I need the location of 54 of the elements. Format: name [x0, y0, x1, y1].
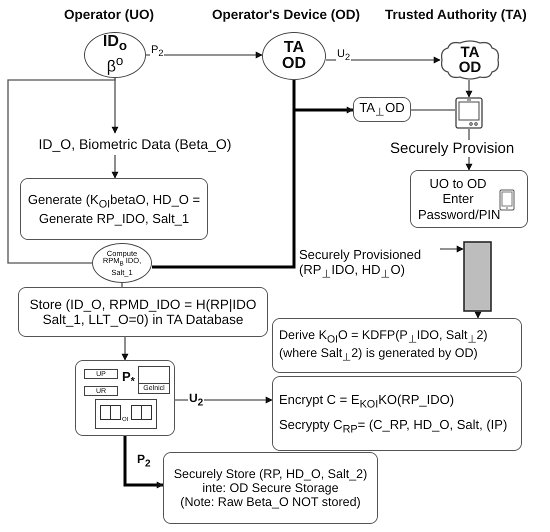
- column-heading: Trusted Authority (TA): [385, 7, 527, 22]
- node-text: (Note: Raw Beta_O NOT stored): [180, 495, 361, 509]
- arrow: [112, 155, 118, 179]
- connector-line: [411, 109, 455, 111]
- arrow: [146, 52, 263, 58]
- arrow: [122, 337, 128, 361]
- node-text: β$^{o}$: [106, 53, 124, 77]
- panel-box: [95, 399, 157, 429]
- connector-line: [7, 78, 116, 264]
- process-box: [18, 287, 268, 337]
- column-heading: Operator's Device (OD): [212, 7, 360, 22]
- node-label: Derive K$_{OI}$O = KDFP(P$_{⊥}$IDO, Salt$_{⊥}$2): [278, 328, 488, 346]
- panel-box: [138, 366, 170, 394]
- node-label: TA OD: [458, 45, 482, 75]
- process-box: [272, 318, 522, 373]
- authority-cloud: [440, 40, 500, 80]
- process-box: [20, 178, 208, 240]
- edge-label: U$_{2}$: [188, 391, 204, 408]
- process-box: [272, 376, 522, 451]
- node-label: Encrypt C = E$_{KOI}$KO(RP_IDO): [278, 392, 454, 410]
- connector-line: [152, 80, 296, 268]
- module-box: [75, 360, 175, 436]
- arrow: [474, 312, 482, 319]
- node-label: Securely Provisioned (RP$_{⊥}$IDO, HD$_{⊥}$O): [298, 247, 422, 281]
- node-text: Secrypty C$_{RP}$= (C_RP, HD_O, Salt, (IP): [278, 416, 508, 436]
- arrow: [112, 78, 118, 134]
- arrow: [326, 56, 441, 64]
- process-box: [163, 452, 378, 524]
- node-label: Securely Store (RP, HD_O, Salt_2): [174, 467, 368, 481]
- arrow: [124, 436, 164, 488]
- arrow: [175, 396, 273, 404]
- node-label: ID_O, Biometric Data (Beta_O): [38, 136, 232, 152]
- arrow: [440, 246, 464, 252]
- node-label: ID$_{o}$: [102, 33, 128, 54]
- field-box: [84, 386, 118, 396]
- storage-bar: [463, 241, 492, 312]
- process-box: [410, 170, 528, 228]
- arrow: [466, 80, 472, 98]
- node-label: TA OD: [281, 40, 307, 72]
- node-text: inte: OD Secure Storage: [202, 481, 339, 495]
- node-label: P$_{*}$: [122, 369, 135, 388]
- node-label: Store (ID_O, RPMD_IDO = H(RP|IDO Salt_1, LLT_O=0) in TA Database: [28, 297, 258, 327]
- node-label: Generate (K$_{OI}$betaO, HD_O = Generate RP_IDO, Salt_1: [26, 192, 202, 226]
- node-text: (where Salt$_{⊥}$2) is generated by OD): [278, 346, 478, 363]
- field-box: [84, 369, 118, 379]
- node-label: TA$_{⊥}$OD: [359, 100, 405, 119]
- column-heading: Operator (UO): [64, 7, 154, 22]
- tablet-icon: [455, 97, 483, 129]
- node-label: UO to OD Enter Password/PIN: [418, 176, 498, 222]
- edge-label: P$_{2}$: [136, 452, 152, 470]
- edge-label: U$_{2}$: [336, 48, 352, 62]
- edge-label: P$_{2}$: [150, 44, 164, 58]
- edge-label: Securely Provision: [389, 140, 516, 157]
- process-box: [353, 97, 411, 122]
